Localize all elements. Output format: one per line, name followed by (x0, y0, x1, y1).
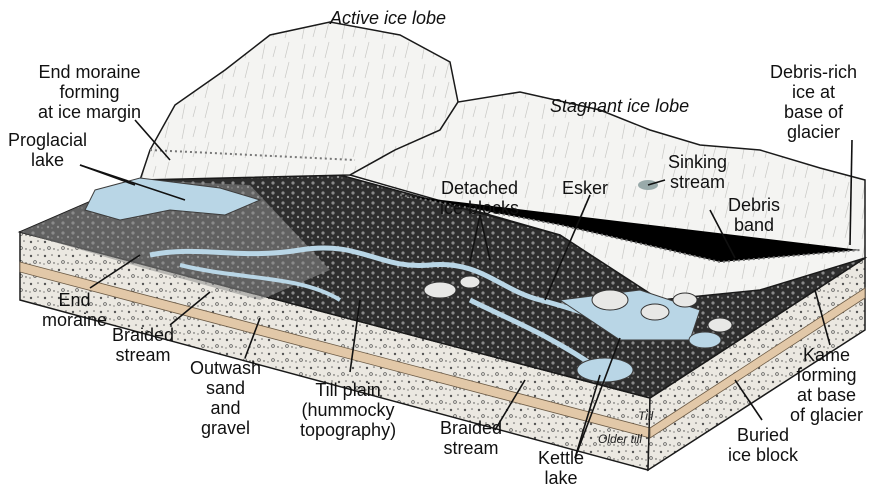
proglacial-lake-label: Proglacial lake (8, 130, 87, 170)
esker-label: Esker (562, 178, 608, 198)
buried-ice-block-label: Buried ice block (728, 425, 798, 465)
detached-ice-blocks-label: Detached ice blocks (440, 178, 519, 218)
till-layer-label: Till (638, 409, 654, 423)
older-till-layer-label: Older till (598, 432, 642, 446)
end-moraine-label: End moraine (42, 290, 107, 330)
kettle-lake-label: Kettle lake (538, 448, 584, 488)
active-ice-lobe-label: Active ice lobe (330, 8, 446, 28)
debris-band-label: Debris band (728, 195, 780, 235)
debris-rich-ice-label: Debris-rich ice at base of glacier (770, 62, 857, 142)
braided-stream-left-label: Braided stream (112, 325, 174, 365)
sinking-stream-label: Sinking stream (668, 152, 727, 192)
kame-label: Kame forming at base of glacier (790, 345, 863, 425)
stagnant-ice-lobe-label: Stagnant ice lobe (550, 96, 689, 116)
outwash-label: Outwash sand and gravel (190, 358, 261, 438)
braided-stream-center-label: Braided stream (440, 418, 502, 458)
end-moraine-forming-label: End moraine forming at ice margin (38, 62, 141, 122)
till-plain-label: Till plain (hummocky topography) (300, 380, 396, 440)
